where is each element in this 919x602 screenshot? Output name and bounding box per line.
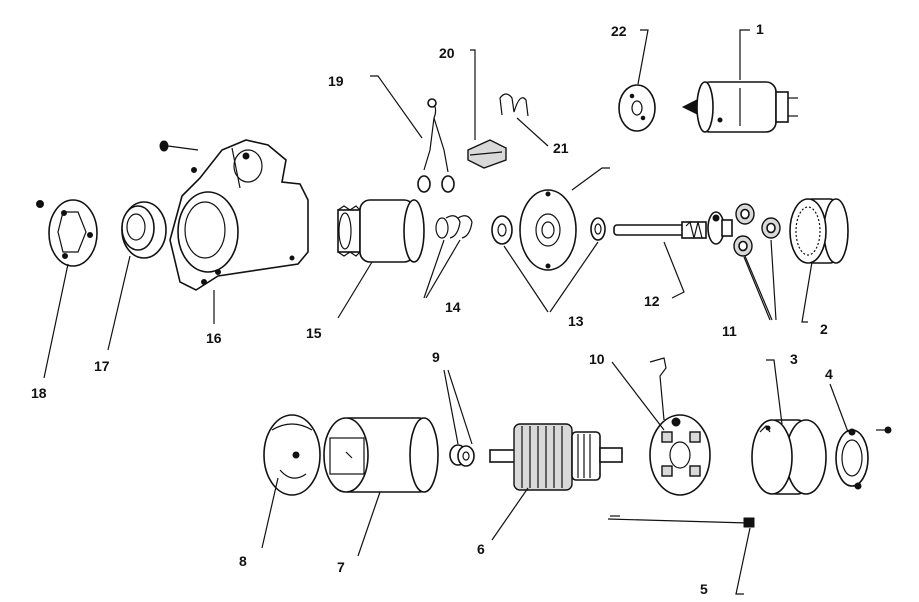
leader-22 — [637, 29, 649, 85]
leader-13-plate — [571, 167, 610, 191]
part-17-bearing — [121, 201, 167, 259]
leader-9b — [447, 369, 473, 445]
label-16: 16 — [206, 330, 222, 346]
label-13: 13 — [568, 313, 584, 329]
leader-11a — [744, 255, 773, 321]
label-5: 5 — [700, 581, 708, 597]
label-8: 8 — [239, 553, 247, 569]
part-1-solenoid — [681, 81, 798, 133]
label-2: 2 — [820, 321, 828, 337]
part-8-end-plate — [263, 414, 321, 496]
leader-3 — [766, 359, 783, 425]
label-10: 10 — [589, 351, 605, 367]
label-21: 21 — [553, 140, 569, 156]
part-11-planet-gears — [733, 203, 781, 257]
part-13-washer-a — [491, 215, 513, 245]
part-14-stop-rings — [435, 215, 473, 239]
leader-18 — [43, 263, 69, 379]
part-12-shaft — [613, 211, 733, 245]
label-4: 4 — [825, 366, 833, 382]
part-13-washer-b — [590, 217, 606, 241]
label-1: 1 — [756, 21, 764, 37]
part-10-brush-holder — [649, 357, 711, 496]
leader-14b — [425, 239, 461, 299]
part-13-center-plate — [519, 189, 577, 271]
leader-20 — [470, 49, 476, 140]
leader-8 — [261, 477, 279, 549]
leader-7 — [357, 491, 381, 557]
part-22-gasket — [618, 84, 656, 132]
label-9: 9 — [432, 349, 440, 365]
part-2-internal-gear — [789, 198, 849, 264]
part-15-pinion-clutch — [337, 199, 425, 263]
leader-17 — [107, 255, 131, 351]
leader-1 — [739, 29, 750, 80]
leader-9a — [443, 369, 459, 445]
part-7-yoke — [323, 417, 439, 493]
leader-5 — [735, 527, 751, 595]
leader-21 — [516, 117, 549, 147]
label-22: 22 — [611, 23, 627, 39]
leader-4 — [829, 383, 849, 433]
leader-12 — [663, 241, 685, 299]
label-20: 20 — [439, 45, 455, 61]
leader-6 — [491, 487, 529, 541]
leader-10 — [611, 361, 665, 431]
part-6-armature — [489, 423, 623, 491]
label-18: 18 — [31, 385, 47, 401]
label-11: 11 — [722, 323, 737, 339]
part-19-shift-lever — [417, 98, 455, 193]
part-4-cover-plate — [835, 426, 892, 490]
leader-11c — [743, 256, 771, 321]
label-19: 19 — [328, 73, 344, 89]
label-6: 6 — [477, 541, 485, 557]
part-9-washers — [449, 444, 475, 467]
label-7: 7 — [337, 559, 345, 575]
part-20-contact-block — [467, 139, 507, 169]
label-17: 17 — [94, 358, 110, 374]
leader-19 — [370, 75, 423, 139]
part-21-spring-clip — [499, 93, 529, 117]
part-16-bolt — [159, 140, 199, 152]
leader-13a — [503, 245, 549, 313]
part-5-through-bolt — [607, 515, 755, 528]
leader-14 — [423, 239, 445, 299]
leader-11b — [770, 239, 777, 321]
leader-13b — [549, 241, 599, 313]
leader-15 — [337, 261, 373, 319]
part-3-rear-cover — [751, 419, 827, 495]
leader-2 — [801, 261, 813, 323]
label-14: 14 — [445, 299, 461, 315]
label-3: 3 — [790, 351, 798, 367]
label-15: 15 — [306, 325, 322, 341]
label-12: 12 — [644, 293, 660, 309]
part-18-end-cover — [36, 199, 98, 267]
part-16-drive-housing — [169, 139, 309, 291]
